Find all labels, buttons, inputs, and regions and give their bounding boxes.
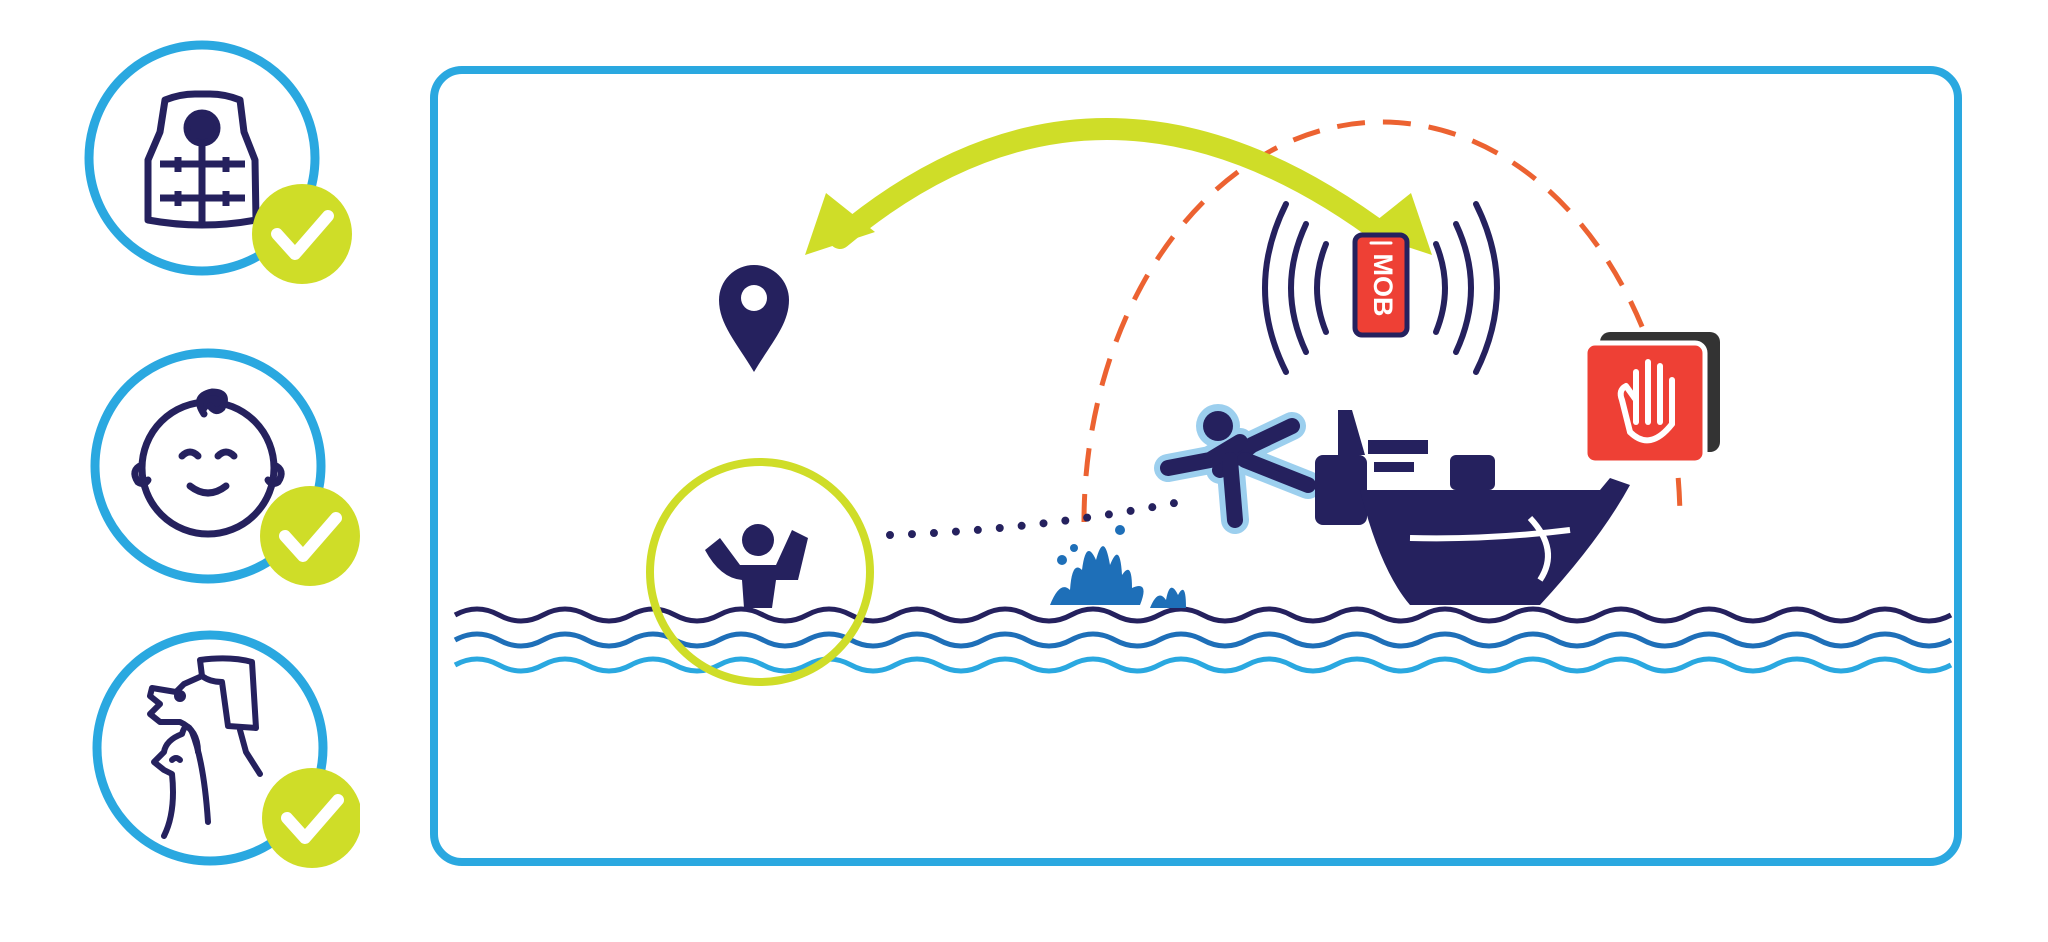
pets-badge	[80, 622, 360, 902]
scene-frame	[430, 66, 1962, 866]
life-jacket-badge	[80, 32, 360, 312]
person-falling-icon	[1154, 404, 1322, 534]
person-highlight-circle	[646, 458, 874, 686]
pets-icon	[147, 655, 263, 839]
phone-label: MOB	[1368, 254, 1398, 317]
range-arc	[1081, 119, 1683, 523]
life-jacket-icon	[144, 90, 260, 229]
man-overboard-scene: MOB	[420, 60, 1970, 880]
phone-icon: MOB	[1262, 201, 1500, 375]
sync-arrow-icon	[805, 118, 1432, 255]
baby-face-icon	[131, 388, 285, 538]
checkmark-icon	[252, 184, 352, 284]
location-pin-icon	[719, 265, 789, 372]
water-waves	[453, 606, 1953, 674]
stop-hand-icon	[1582, 332, 1720, 466]
splash-icon	[1050, 525, 1186, 608]
checkmark-icon	[262, 768, 360, 868]
boat-icon	[1315, 410, 1630, 605]
checkmark-icon	[260, 486, 360, 586]
person-overboard-icon	[705, 524, 808, 608]
trajectory-dots	[886, 496, 1194, 539]
child-badge	[80, 340, 360, 620]
